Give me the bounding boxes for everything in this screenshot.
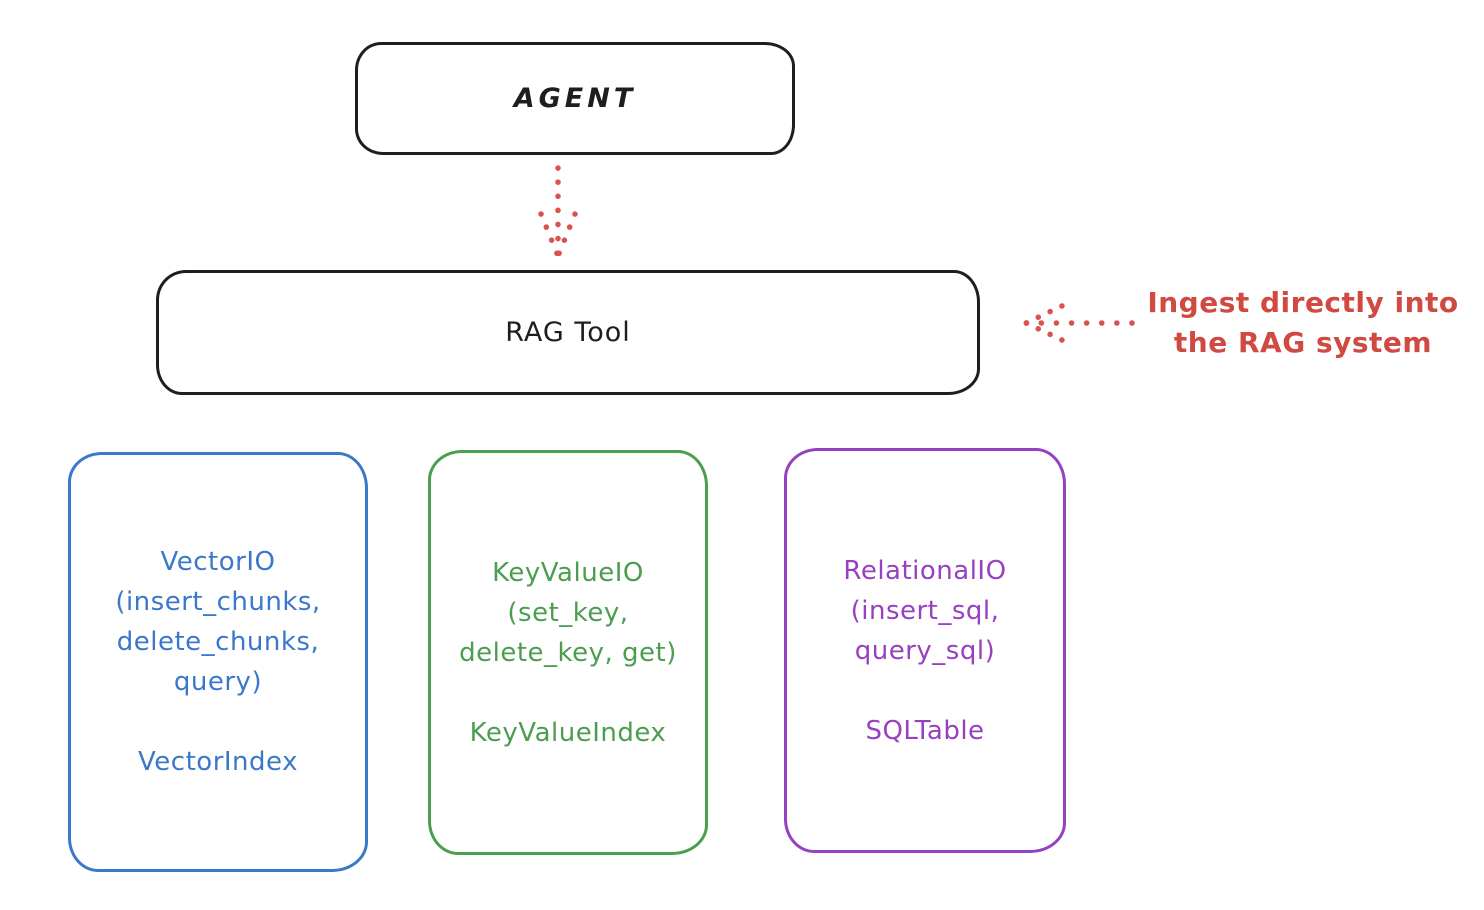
agent-label: AGENT (513, 83, 637, 114)
rag-tool-label: RAG Tool (505, 317, 631, 348)
annotation-line-2: the RAG system (1173, 326, 1433, 359)
store-title: RelationalIO (843, 555, 1007, 586)
arrow-agent-to-ragtool-icon (538, 165, 578, 259)
store-index-name: SQLTable (865, 715, 985, 746)
store-card-relational-io: RelationalIO (insert_sql, query_sql) SQL… (784, 448, 1066, 853)
store-method-line: delete_chunks, (116, 627, 320, 657)
store-index-name: VectorIndex (138, 747, 298, 777)
store-card-vector-io: VectorIO (insert_chunks, delete_chunks, … (68, 452, 368, 872)
store-title: VectorIO (160, 547, 276, 577)
store-method-line: query) (173, 667, 263, 697)
annotation-line-1: Ingest directly into (1147, 286, 1459, 319)
rag-tool-box: RAG Tool (156, 270, 980, 395)
store-method-line: query_sql) (854, 635, 996, 666)
store-method-line: (insert_chunks, (115, 587, 321, 617)
agent-box: AGENT (355, 42, 795, 155)
annotation-text: Ingest directly into the RAG system (1128, 283, 1478, 363)
store-title: KeyValueIO (492, 557, 644, 588)
store-index-name: KeyValueIndex (469, 717, 667, 748)
store-method-line: (insert_sql, (850, 595, 1000, 626)
store-method-line: (set_key, (507, 597, 629, 628)
store-method-line: delete_key, get) (459, 637, 677, 668)
arrow-annotation-to-ragtool-icon (1023, 303, 1135, 343)
store-card-keyvalue-io: KeyValueIO (set_key, delete_key, get) Ke… (428, 450, 708, 855)
